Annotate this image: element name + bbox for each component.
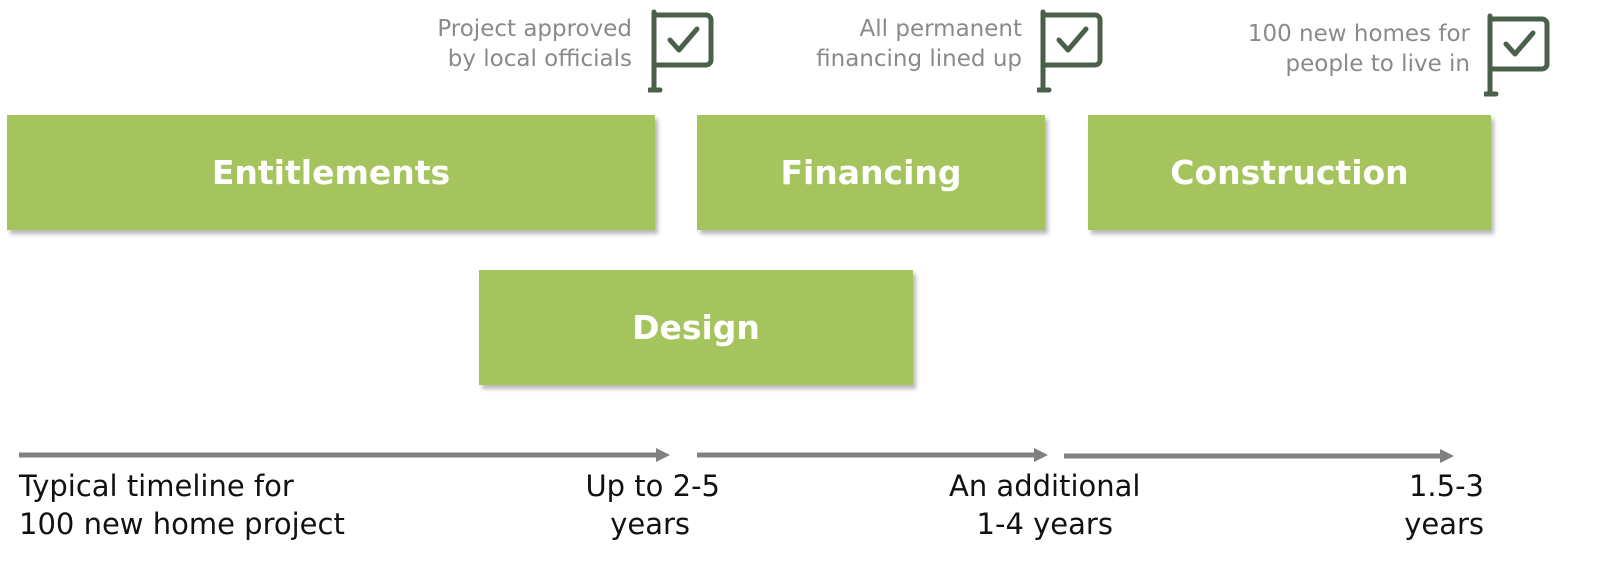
milestone-homes-line1: 100 new homes for [1247, 21, 1470, 47]
milestone-homes-label: 100 new homes for people to live in [1248, 19, 1470, 79]
timeline-segment1-line2: years [610, 507, 690, 541]
timeline-arrow-2 [697, 448, 1048, 462]
milestone-financing-line2: financing lined up [816, 46, 1022, 72]
timeline-intro-line1: Typical timeline for [19, 469, 294, 503]
phase-construction: Construction [1088, 115, 1491, 230]
milestone-approved-line1: Project approved [437, 16, 632, 42]
timeline-segment3-line2: years [1404, 507, 1484, 541]
timeline-arrow-1 [19, 448, 670, 462]
timeline-segment3-label: 1.5-3 years [1404, 467, 1484, 543]
timeline-segment2-line2: 1-4 years [976, 507, 1113, 541]
milestone-approved-label: Project approved by local officials [437, 14, 632, 74]
timeline-segment3-line1: 1.5-3 [1408, 469, 1484, 503]
timeline-segment2-line1: An additional [949, 469, 1141, 503]
timeline-intro-label: Typical timeline for 100 new home projec… [19, 467, 345, 543]
milestone-homes-line2: people to live in [1285, 51, 1471, 77]
timeline-arrow-3 [1064, 449, 1454, 463]
check-flag-icon [1037, 9, 1103, 93]
check-flag-icon [1484, 13, 1550, 97]
timeline-segment1-line1: Up to 2-5 [585, 469, 720, 503]
check-flag-icon [648, 9, 714, 93]
phase-entitlements: Entitlements [7, 115, 655, 230]
phase-financing: Financing [697, 115, 1045, 230]
milestone-approved-line2: by local officials [447, 46, 632, 72]
milestone-financing-label: All permanent financing lined up [816, 14, 1022, 74]
timeline-intro-line2: 100 new home project [19, 507, 345, 541]
timeline-segment1-label: Up to 2-5 years [585, 467, 720, 543]
timeline-segment2-label: An additional 1-4 years [949, 467, 1140, 543]
phase-design: Design [479, 270, 913, 385]
milestone-financing-line1: All permanent [859, 16, 1022, 42]
